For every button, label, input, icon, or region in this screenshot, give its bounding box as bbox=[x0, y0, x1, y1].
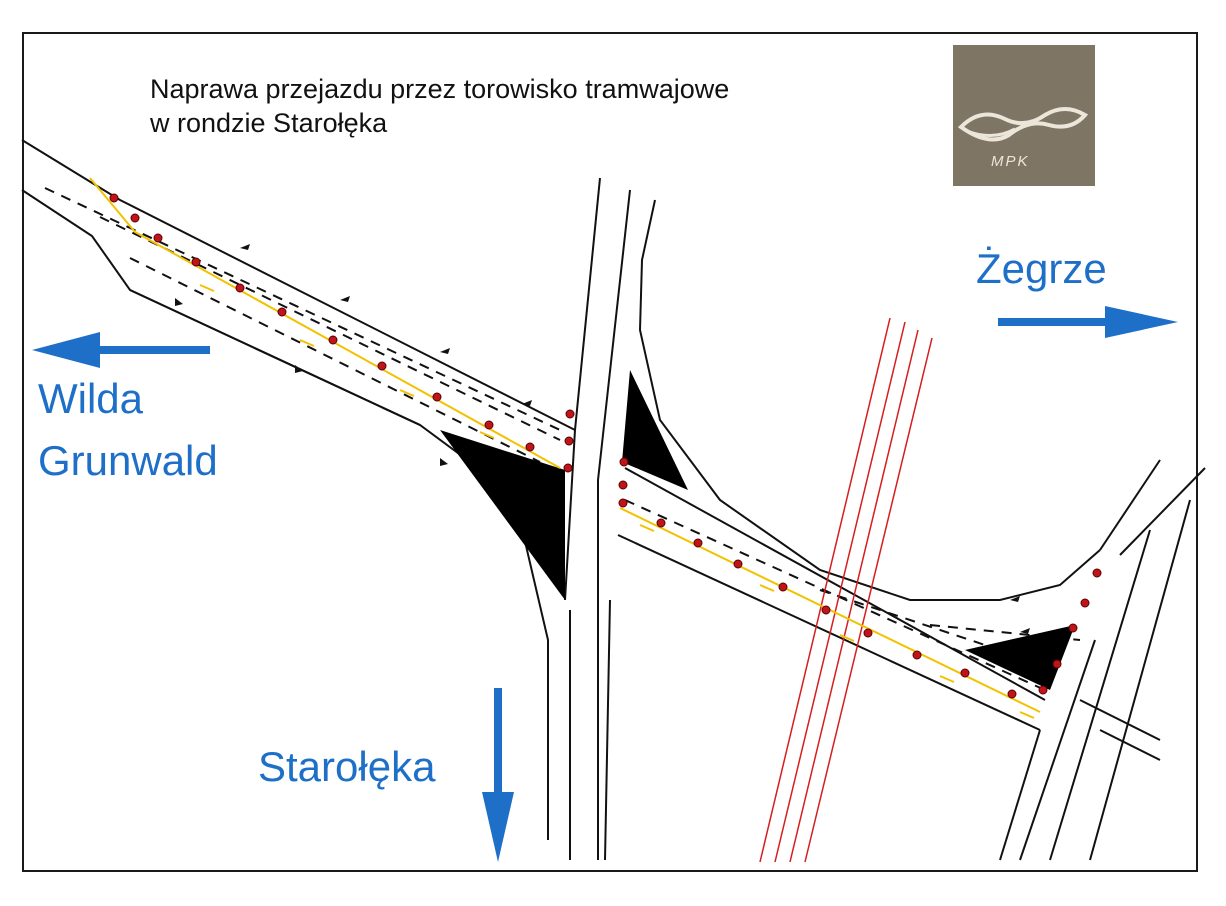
east-road-dashed-lanes bbox=[624, 499, 1081, 691]
direction-label-west-2: Grunwald bbox=[38, 437, 218, 484]
lane-arrow-icon bbox=[440, 348, 450, 354]
direction-arrows bbox=[32, 306, 1178, 862]
logo-wave-icon bbox=[957, 107, 1089, 142]
logo-text: MPK bbox=[991, 153, 1030, 170]
work-markers bbox=[109, 193, 1102, 699]
arrow-down-icon bbox=[482, 688, 514, 862]
north-south-road bbox=[564, 177, 1101, 861]
lane-arrow-icon bbox=[295, 365, 303, 373]
lane-arrow-icon bbox=[1010, 596, 1020, 602]
arrow-left-icon bbox=[32, 332, 210, 368]
title-line-2: w rondzie Starołęka bbox=[150, 108, 388, 138]
direction-label-west-1: Wilda bbox=[38, 375, 144, 422]
mpk-logo: MPK bbox=[953, 45, 1095, 186]
lane-arrow-icon bbox=[340, 296, 350, 302]
direction-label-south: Starołęka bbox=[258, 743, 436, 790]
traffic-islands bbox=[440, 370, 1075, 690]
map-frame bbox=[22, 32, 1198, 872]
west-road bbox=[21, 139, 576, 840]
island-east bbox=[965, 625, 1075, 690]
arrow-right-icon bbox=[998, 306, 1178, 338]
diversion-route bbox=[89, 177, 1041, 713]
island-west bbox=[440, 430, 565, 600]
tram-tracks bbox=[759, 317, 933, 863]
title-line-1: Naprawa przejazdu przez torowisko tramwa… bbox=[150, 74, 730, 104]
lane-arrow-icon bbox=[440, 458, 448, 466]
direction-label-east: Żegrze bbox=[976, 245, 1107, 292]
lane-arrows bbox=[175, 244, 1030, 634]
lane-arrow-icon bbox=[1020, 628, 1030, 634]
diversion-arrows bbox=[199, 284, 1035, 719]
east-road bbox=[617, 459, 1206, 861]
lane-arrow-icon bbox=[175, 298, 183, 306]
page-title: Naprawa przejazdu przez torowisko tramwa… bbox=[150, 72, 729, 140]
lane-arrow-icon bbox=[522, 400, 532, 406]
lane-arrow-icon bbox=[240, 244, 250, 250]
island-north bbox=[622, 370, 688, 490]
